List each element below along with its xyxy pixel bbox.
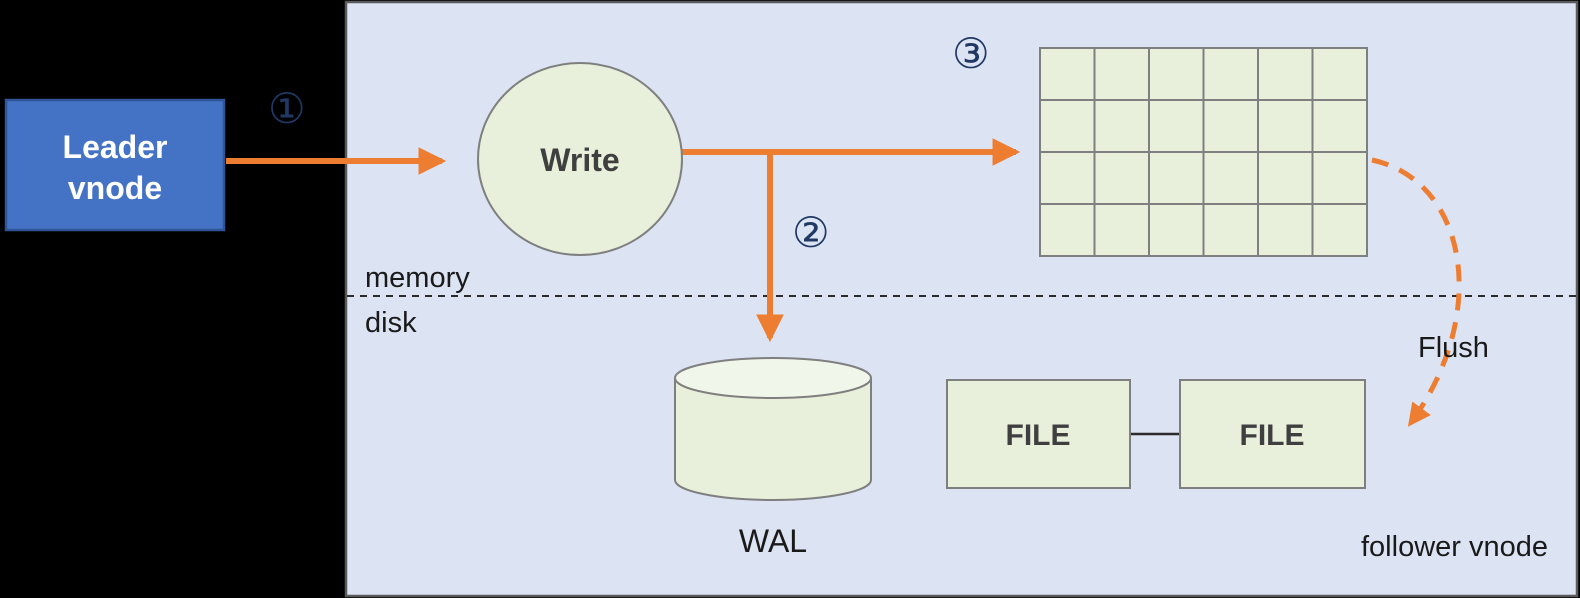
write-node — [477, 62, 683, 256]
follower-vnode-label: follower vnode — [1361, 531, 1548, 563]
leader-vnode-label-line1: Leader — [63, 129, 168, 165]
leader-vnode-label-line2: vnode — [68, 170, 162, 206]
wal-cylinder — [674, 357, 872, 501]
disk-label: disk — [365, 307, 417, 339]
wal-label: WAL — [739, 523, 807, 559]
leader-vnode-box — [4, 98, 226, 232]
step3-badge: ③ — [952, 30, 990, 77]
wal-cylinder-top — [674, 357, 872, 399]
file-box-1 — [946, 379, 1131, 489]
memtable-grid — [1039, 47, 1368, 257]
memory-label: memory — [365, 262, 470, 294]
wal-cylinder-body — [674, 378, 872, 501]
write-node-label: Write — [540, 142, 619, 178]
file-box-1-label: FILE — [1006, 419, 1071, 452]
flush-arrow — [1371, 157, 1462, 427]
step1-badge: ① — [268, 85, 306, 132]
flush-label: Flush — [1418, 332, 1489, 364]
file-box-2-label: FILE — [1240, 419, 1305, 452]
file-box-2 — [1179, 379, 1366, 489]
step2-badge: ② — [792, 209, 830, 256]
